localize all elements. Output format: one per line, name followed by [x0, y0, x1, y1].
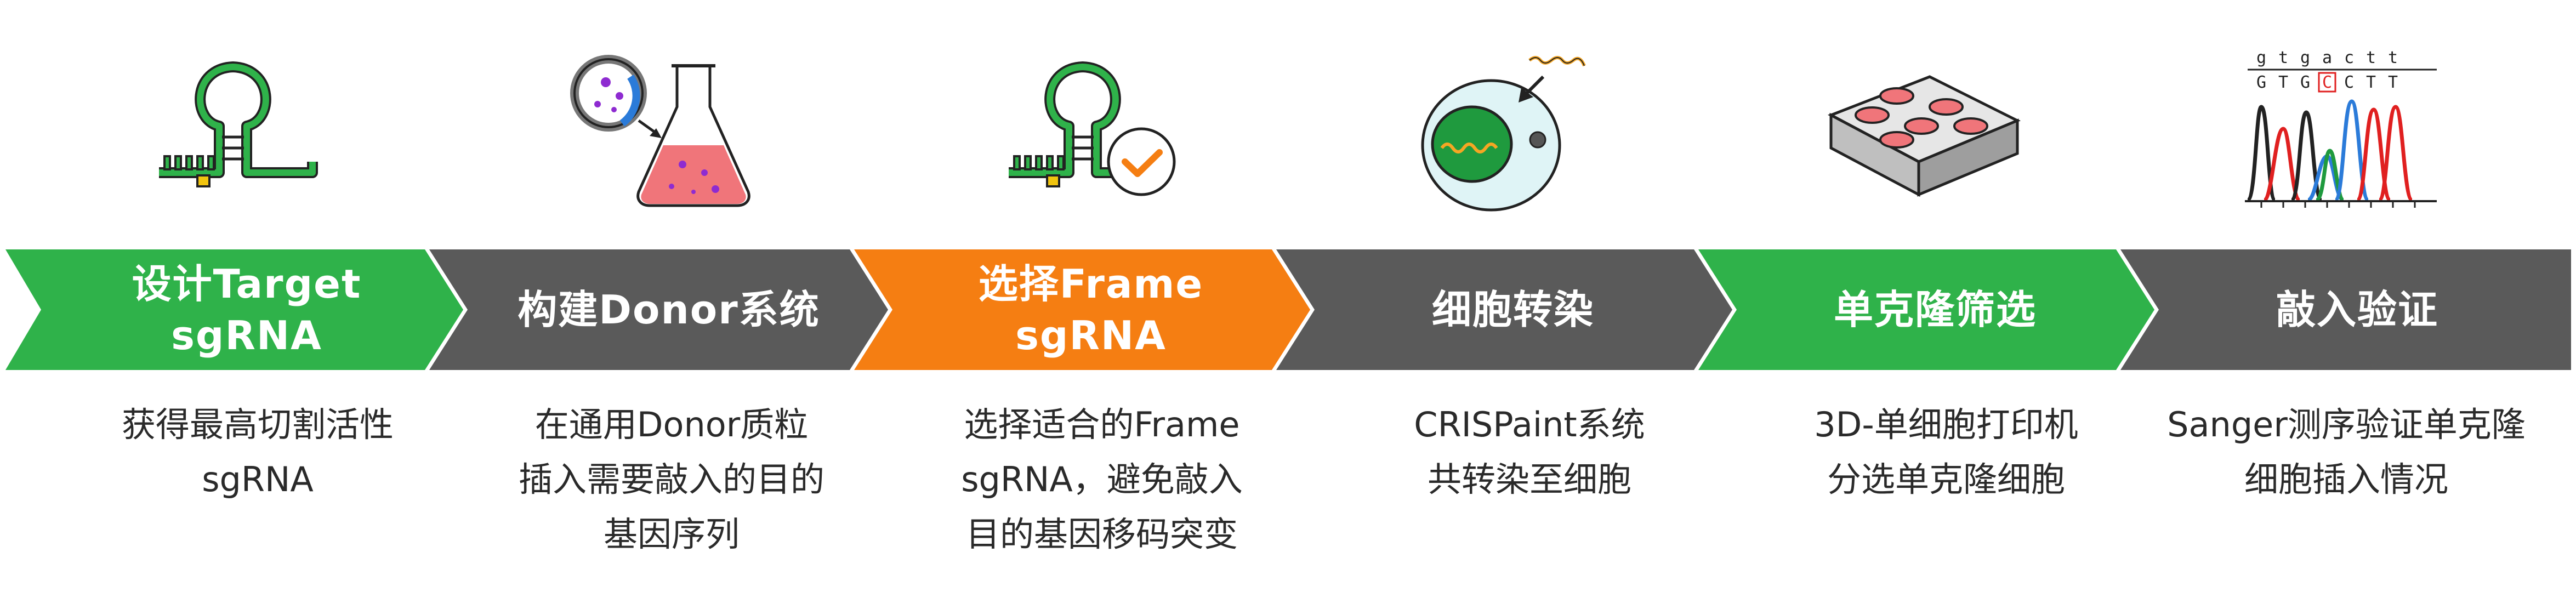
step-5-title-line1: 单克隆筛选 [1833, 287, 2037, 333]
chevron-step-5 [1698, 249, 2154, 370]
step-3-desc-line3: 目的基因移码突变 [965, 514, 1238, 554]
step-6-description: Sanger测序验证单克隆 细胞插入情况 [2138, 397, 2555, 507]
step-6-title: 敲入验证 [2165, 247, 2549, 373]
step-1-description: 获得最高切割活性 sgRNA [82, 397, 433, 507]
sequence-bottom-3: C [2322, 73, 2332, 92]
step-1-title: 设计Target sgRNA [55, 247, 439, 373]
sequence-bottom-2: G [2300, 73, 2310, 92]
sequence-bottom-0: G [2256, 73, 2266, 92]
step-1-desc-line1: 获得最高切割活性 [121, 405, 394, 445]
cell-transfection-icon [1417, 52, 1603, 217]
step-3-desc-line2: sgRNA，避免敲入 [961, 459, 1243, 499]
chevron-step-1 [5, 249, 463, 370]
step-2-desc-line3: 基因序列 [603, 514, 740, 554]
step-4-desc-line1: CRISPaint系统 [1414, 405, 1645, 445]
sequence-top-2: g [2300, 48, 2310, 67]
step-6-desc-line1: Sanger测序验证单克隆 [2167, 405, 2526, 445]
rna-check-icon [998, 60, 1184, 203]
step-6-title-line1: 敲入验证 [2276, 287, 2438, 333]
step-2-title-line1: 构建Donor系统 [518, 287, 820, 333]
sequence-top-3: a [2322, 48, 2332, 67]
step-3-desc-line1: 选择适合的Frame [964, 405, 1240, 445]
step-1-title-line2: sgRNA [171, 312, 322, 358]
chevron-step-2 [429, 249, 888, 370]
step-4-title: 细胞转染 [1321, 247, 1705, 373]
sequence-top-4: c [2344, 48, 2354, 67]
step-3-description: 选择适合的Frame sgRNA，避免敲入 目的基因移码突变 [926, 397, 1277, 562]
well-plate-icon [1820, 66, 2028, 203]
step-4-description: CRISPaint系统 共转染至细胞 [1354, 397, 1705, 507]
sequence-top-0: g [2256, 48, 2266, 67]
step-4-title-line1: 细胞转染 [1431, 287, 1594, 333]
step-3-title-line2: sgRNA [1015, 312, 1167, 358]
chevron-step-3 [854, 249, 1310, 370]
step-2-desc-line2: 插入需要敲入的目的 [518, 459, 824, 499]
step-6-desc-line2: 细胞插入情况 [2244, 459, 2448, 499]
step-5-title: 单克隆筛选 [1743, 247, 2127, 373]
hairpin-rna-icon [148, 60, 323, 203]
sequence-top-6: t [2388, 48, 2398, 67]
sequence-bottom-6: T [2388, 73, 2398, 92]
sequence-bottom-1: T [2278, 73, 2288, 92]
step-4-desc-line2: 共转染至细胞 [1427, 459, 1631, 499]
sequence-top-1: t [2278, 48, 2288, 67]
sanger-chromatogram-icon: g t g a c t t G T G C C T T [2239, 47, 2442, 211]
sequence-bottom-5: T [2366, 73, 2376, 92]
step-3-title: 选择Frame sgRNA [899, 247, 1283, 373]
chevron-step-6 [2120, 249, 2571, 370]
step-1-desc-line2: sgRNA [202, 459, 314, 499]
chevron-step-4 [1276, 249, 1732, 370]
step-5-description: 3D-单细胞打印机 分选单克隆细胞 [1771, 397, 2122, 507]
step-2-title: 构建Donor系统 [471, 247, 866, 373]
step-3-title-line1: 选择Frame [978, 261, 1204, 307]
sequence-top-5: t [2366, 48, 2376, 67]
step-5-desc-line1: 3D-单细胞打印机 [1814, 405, 2078, 445]
sequence-bottom-4: C [2344, 73, 2354, 92]
step-2-description: 在通用Donor质粒 插入需要敲入的目的 基因序列 [496, 397, 847, 562]
step-5-desc-line2: 分选单克隆细胞 [1827, 459, 2065, 499]
step-1-title-line1: 设计Target [132, 261, 362, 307]
flask-magnifier-icon [567, 55, 770, 214]
step-2-desc-line1: 在通用Donor质粒 [534, 405, 809, 445]
